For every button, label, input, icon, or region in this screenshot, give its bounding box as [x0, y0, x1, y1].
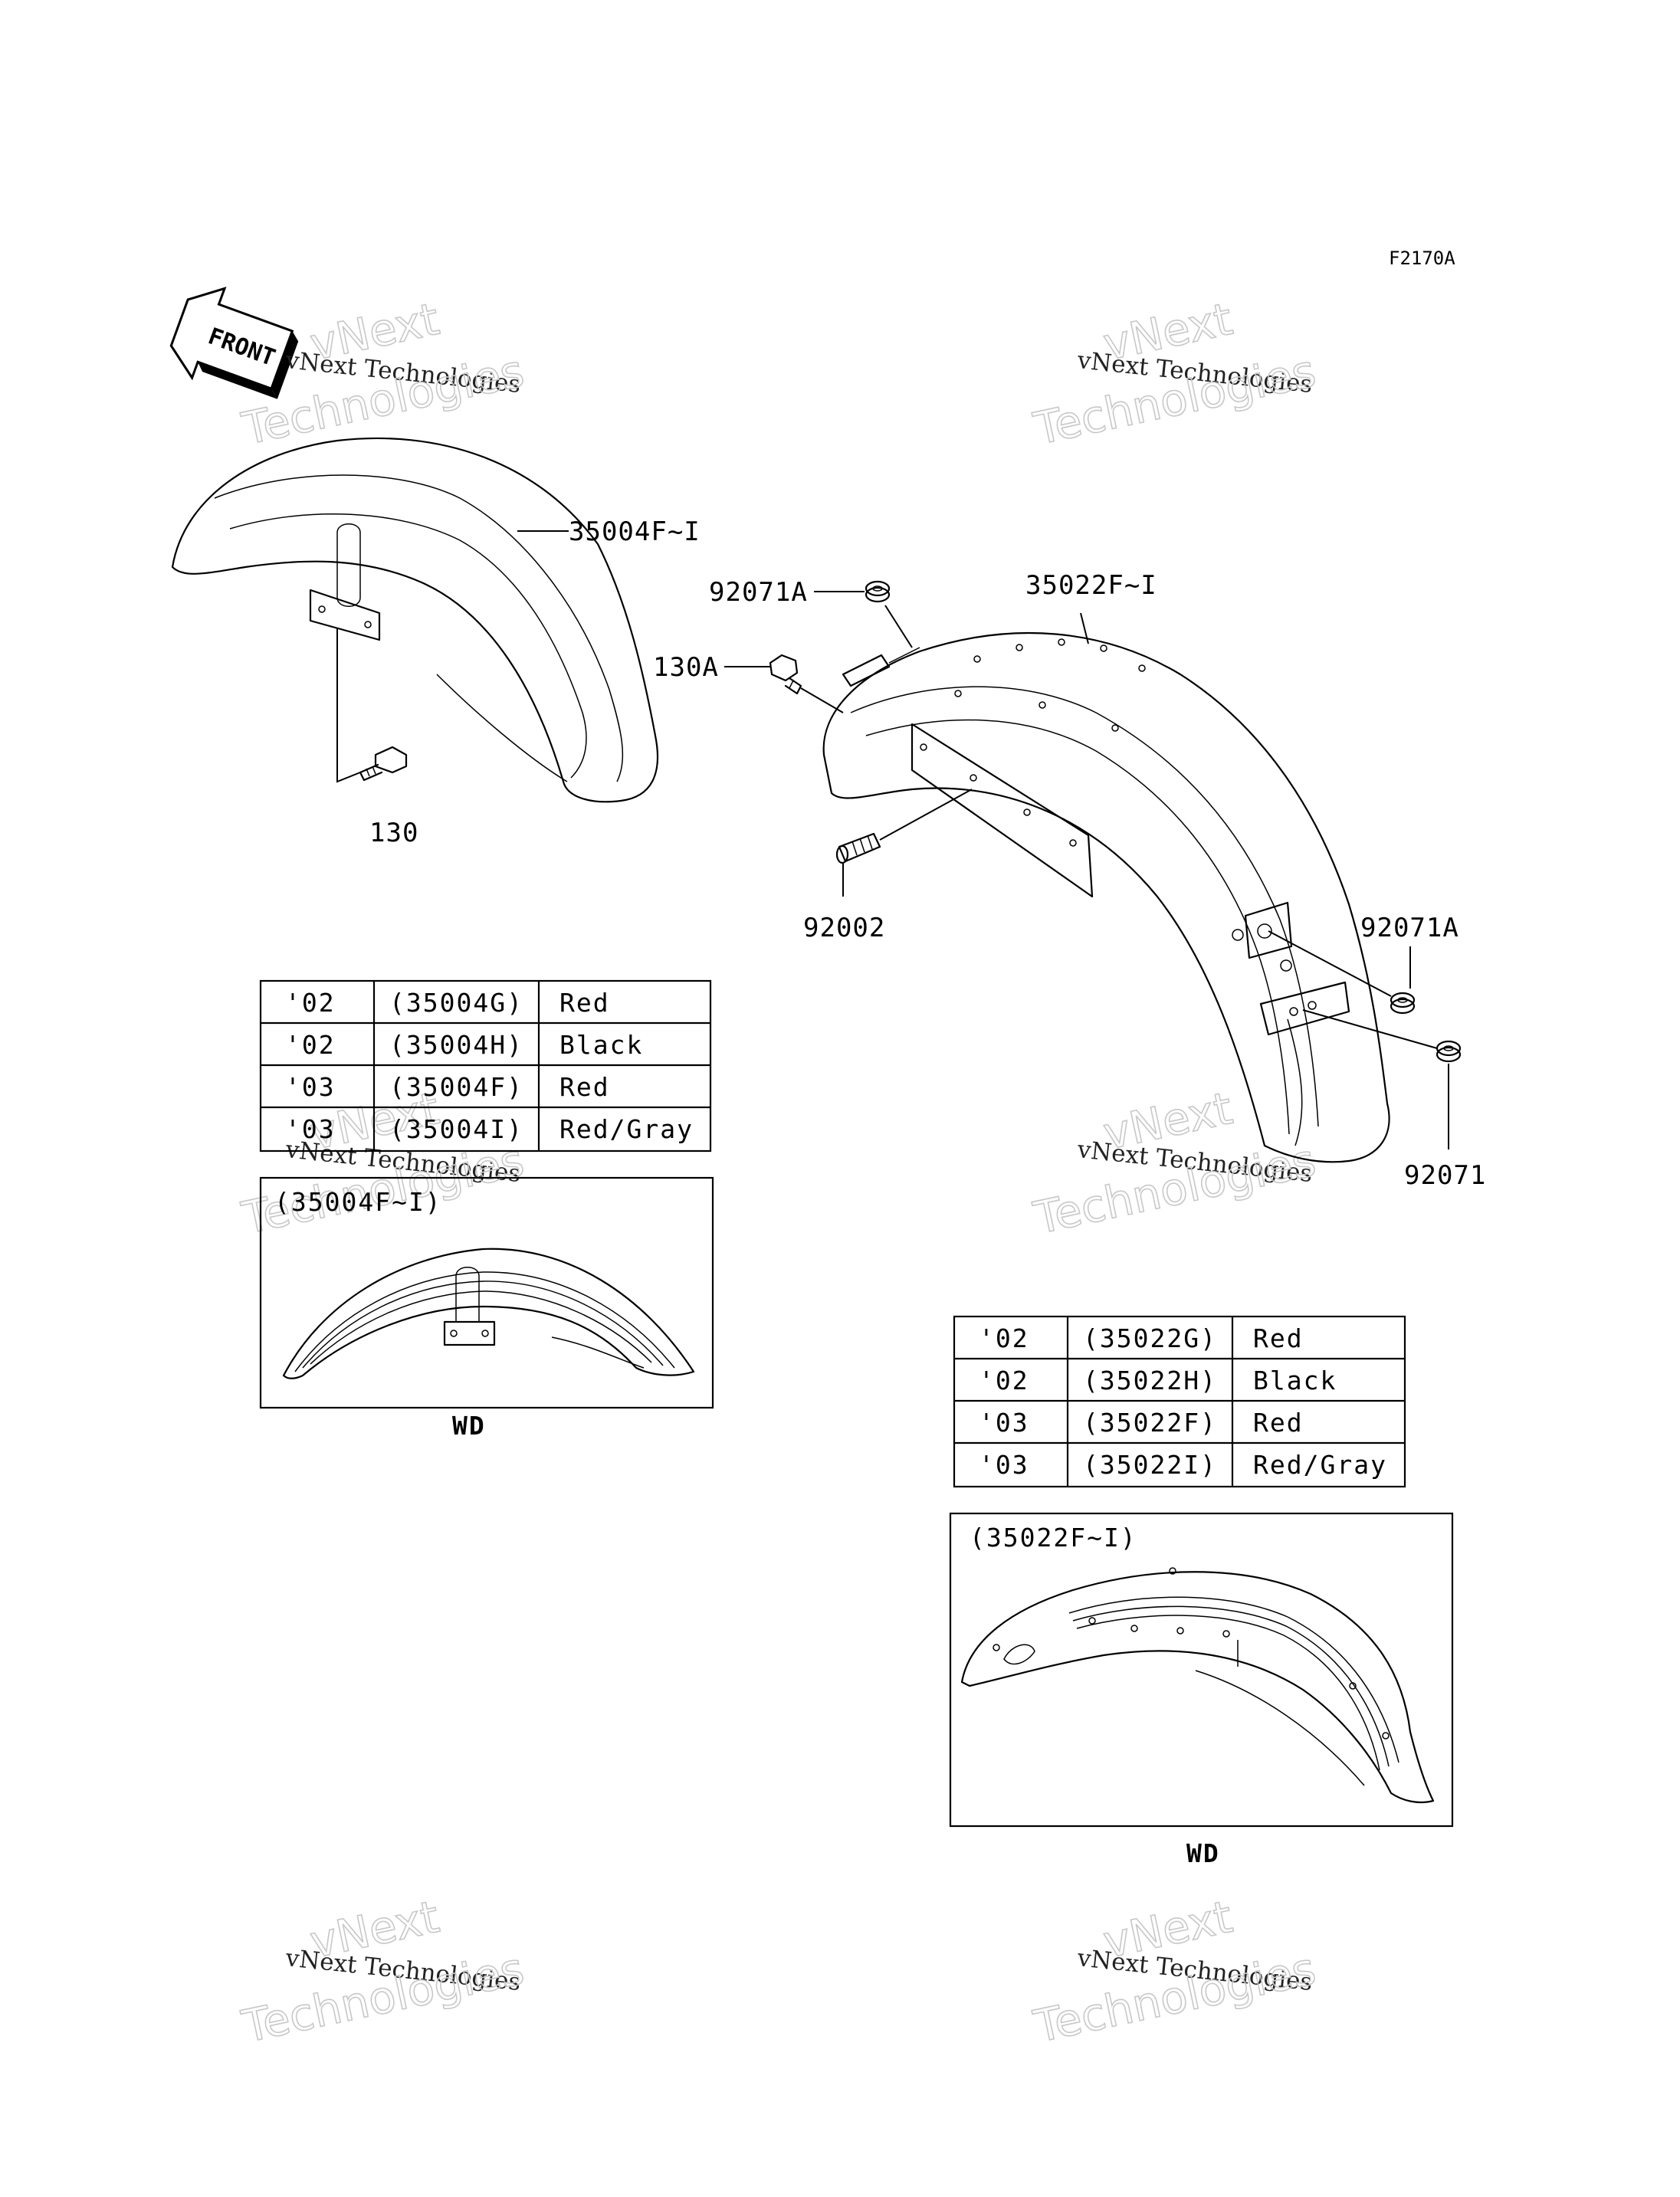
front-table-part: (35004H)	[389, 1030, 523, 1060]
front-table-year: '03	[285, 1114, 336, 1144]
front-fender-drawing	[171, 437, 659, 803]
front-table-part: (35004I)	[389, 1114, 523, 1144]
rear-table-part: (35022G)	[1083, 1323, 1217, 1353]
rear-fender-inset: (35022F~I)	[949, 1512, 1454, 1828]
front-arrow-icon: FRONT	[169, 287, 299, 399]
callout-92071: 92071	[1404, 1160, 1486, 1191]
rear-table-year: '03	[979, 1450, 1029, 1480]
rear-table-year: '03	[979, 1408, 1029, 1438]
front-bolt-130	[359, 746, 408, 782]
front-bolt-leader	[336, 628, 361, 783]
callout-92071a-top: 92071A	[709, 577, 808, 608]
callout-92002: 92002	[803, 913, 885, 943]
front-table-color: Red	[559, 988, 610, 1018]
callout-130a: 130A	[653, 652, 719, 683]
front-table-color: Red/Gray	[559, 1114, 694, 1144]
rear-inset-caption: WD	[1186, 1838, 1220, 1868]
rear-table-year: '02	[979, 1323, 1029, 1353]
front-fender-color-table: '02 (35004G) Red '02 (35004H) Black '03 …	[259, 979, 712, 1153]
rear-table-part: (35022H)	[1083, 1366, 1217, 1395]
rear-side-nut-92071a	[1390, 992, 1416, 1015]
rear-table-color: Red/Gray	[1253, 1450, 1387, 1480]
callout-35022: 35022F~I	[1025, 570, 1157, 601]
front-table-color: Black	[559, 1030, 643, 1060]
callout-35004: 35004F~I	[569, 516, 701, 547]
top-nut-shaft-leader	[884, 605, 913, 648]
front-table-year: '03	[285, 1072, 336, 1102]
rear-fender-color-table: '02 (35022G) Red '02 (35022H) Black '03 …	[953, 1315, 1406, 1488]
watermark-mid-right: vNext vNext Technologies Technologies	[1029, 1081, 1321, 1245]
front-table-part: (35004F)	[389, 1072, 523, 1102]
front-table-year: '02	[285, 988, 336, 1018]
watermark-top-right: vNext vNext Technologies Technologies	[1029, 292, 1321, 456]
side-nut-leader	[1268, 930, 1392, 997]
front-table-year: '02	[285, 1030, 336, 1060]
callout-35022-leader	[1080, 612, 1089, 644]
front-inset-caption: WD	[452, 1411, 486, 1441]
rear-bolt-130a	[769, 654, 802, 695]
rear-stud-92002	[835, 832, 881, 864]
rear-lower-nut-92071	[1436, 1040, 1462, 1063]
rear-bolt-leader-b	[800, 687, 844, 713]
figure-code: F2170A	[1389, 248, 1455, 269]
callout-130: 130	[369, 818, 418, 848]
front-inset-title: (35004F~I)	[274, 1187, 442, 1217]
watermark-bottom-right: vNext vNext Technologies Technologies	[1029, 1890, 1321, 2054]
front-table-part: (35004G)	[389, 988, 523, 1018]
rear-table-part: (35022F)	[1083, 1408, 1217, 1438]
lower-nut-leader	[1302, 1009, 1438, 1049]
rear-table-part: (35022I)	[1083, 1450, 1217, 1480]
watermark-bottom-left: vNext vNext Technologies Technologies	[237, 1890, 529, 2054]
rear-table-color: Black	[1253, 1366, 1337, 1395]
rear-table-year: '02	[979, 1366, 1029, 1395]
rear-top-nut-92071a	[865, 580, 891, 603]
rear-table-color: Red	[1253, 1408, 1304, 1438]
callout-92071a-side: 92071A	[1360, 913, 1459, 943]
watermark-mid-left: vNext vNext Technologies Technologies	[237, 1081, 529, 1245]
front-table-color: Red	[559, 1072, 610, 1102]
rear-fender-drawing	[822, 631, 1390, 1163]
rear-table-color: Red	[1253, 1323, 1304, 1353]
rear-inset-title: (35022F~I)	[970, 1523, 1137, 1553]
stud-leader-a	[879, 789, 973, 841]
front-fender-inset: (35004F~I)	[259, 1176, 714, 1409]
